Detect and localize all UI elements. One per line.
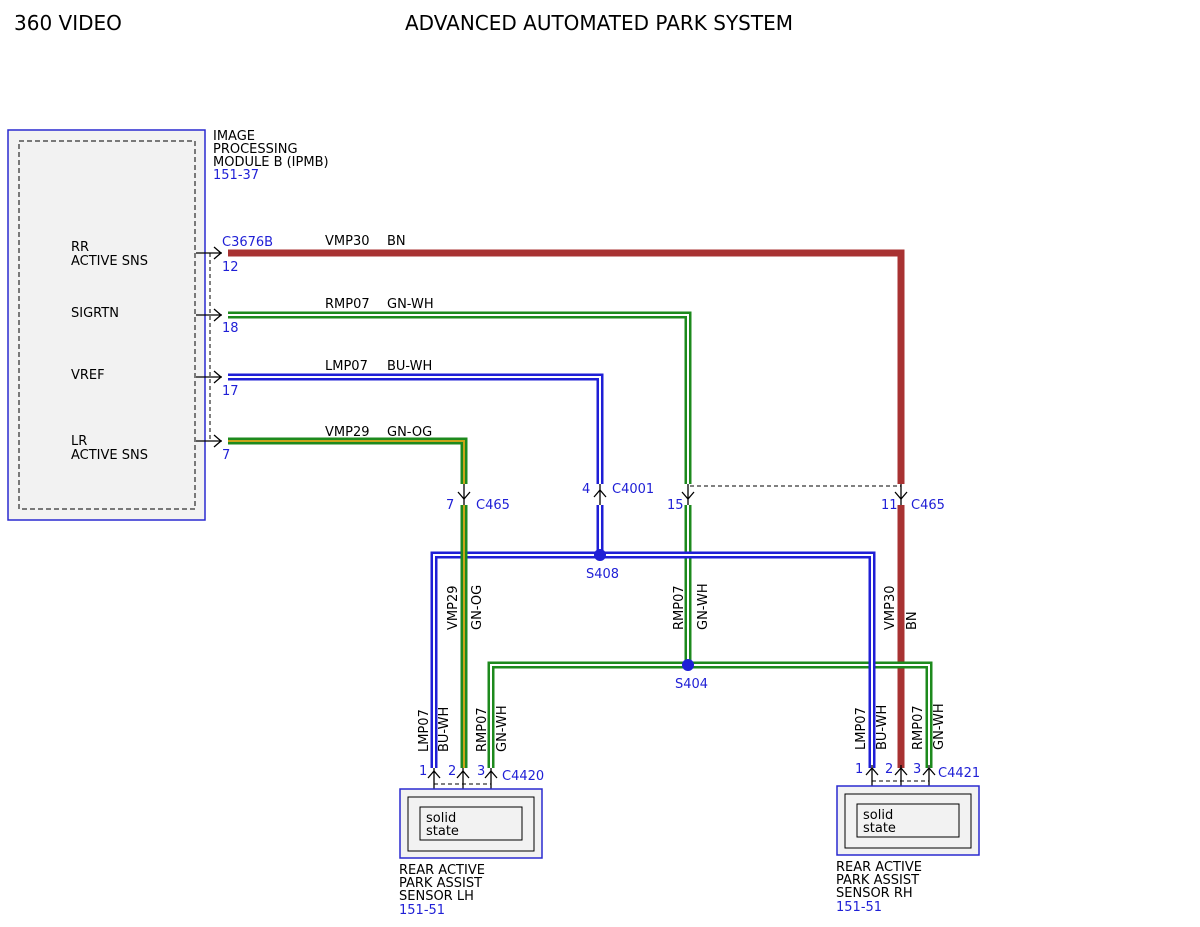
pin-label-rr-2: ACTIVE SNS <box>71 254 148 269</box>
pin-label-lr-1: LR <box>71 434 87 449</box>
splice-s408-dot[interactable] <box>594 549 606 561</box>
splice-s404-dot[interactable] <box>682 659 694 671</box>
pin-17-label: 17 <box>222 384 239 399</box>
sensor-lh-name-3: SENSOR LH <box>399 889 474 904</box>
wire-vmp30-path[interactable] <box>228 249 905 484</box>
c465-left-label[interactable]: C465 <box>476 498 510 513</box>
sensor-rh-module[interactable] <box>836 785 980 856</box>
lh-label-gn-wh: GN-WH <box>495 705 510 752</box>
ipmb-pin-arrows <box>196 246 222 448</box>
connector-c3676b-label[interactable]: C3676B <box>222 235 273 250</box>
sensor-rh-ref-link[interactable]: 151-51 <box>836 900 882 915</box>
vlabel-gn-og: GN-OG <box>470 585 485 630</box>
c4001-pin: 4 <box>582 482 590 497</box>
ipmb-name-line-2: PROCESSING <box>213 142 298 157</box>
wire-rmp07-rh-branch[interactable] <box>688 661 933 768</box>
c465-mid-pin: 15 <box>667 498 684 513</box>
c465-left-pin: 7 <box>446 498 454 513</box>
rh-label-gn-wh: GN-WH <box>932 703 947 750</box>
sensor-lh-solid: solid <box>426 811 456 826</box>
c465-right-pin: 11 <box>881 498 898 513</box>
c4421-pin-1: 1 <box>855 762 863 777</box>
sensor-lh-name-2: PARK ASSIST <box>399 876 482 891</box>
c4420-pin-2: 2 <box>448 764 456 779</box>
splice-s408-label[interactable]: S408 <box>586 567 619 582</box>
wire-vmp29-color: GN-OG <box>387 425 432 440</box>
vlabel-rmp07: RMP07 <box>672 585 687 630</box>
wire-lmp07-circuit: LMP07 <box>325 359 368 374</box>
rh-label-lmp07: LMP07 <box>854 707 869 750</box>
wire-lmp07-lh-branch[interactable] <box>430 551 600 768</box>
c465-right-label[interactable]: C465 <box>911 498 945 513</box>
wire-rmp07-path[interactable] <box>228 311 692 484</box>
sensor-rh-name-2: PARK ASSIST <box>836 873 919 888</box>
splice-s404-label[interactable]: S404 <box>675 677 708 692</box>
c4421-pin-2: 2 <box>885 762 893 777</box>
ipmb-ref-link[interactable]: 151-37 <box>213 168 259 183</box>
wire-vmp30-color: BN <box>387 234 406 249</box>
lh-label-lmp07: LMP07 <box>417 709 432 752</box>
sensor-lh-name-1: REAR ACTIVE <box>399 863 485 878</box>
wire-vmp29-circuit: VMP29 <box>325 425 370 440</box>
c4420-label[interactable]: C4420 <box>502 769 544 784</box>
rh-label-bu-wh: BU-WH <box>875 705 890 750</box>
wire-lmp07-rh-branch[interactable] <box>600 551 876 768</box>
wire-rmp07-circuit: RMP07 <box>325 297 370 312</box>
lh-label-rmp07: RMP07 <box>475 707 490 752</box>
pin-7-label: 7 <box>222 448 230 463</box>
wire-vmp29-path[interactable] <box>228 437 468 484</box>
c4421-pin-3: 3 <box>913 762 921 777</box>
c4420-pin-1: 1 <box>419 764 427 779</box>
wires-layer <box>228 249 933 768</box>
ipmb-name-line-3: MODULE B (IPMB) <box>213 155 329 170</box>
lh-label-bu-wh: BU-WH <box>437 707 452 752</box>
pin-18-label: 18 <box>222 321 239 336</box>
pin-label-vref: VREF <box>71 368 105 383</box>
c4001-label[interactable]: C4001 <box>612 482 654 497</box>
pin-12-label: 12 <box>222 260 239 275</box>
ipmb-name-line-1: IMAGE <box>213 129 255 144</box>
sensor-rh-state: state <box>863 821 896 836</box>
sensor-lh-ref-link[interactable]: 151-51 <box>399 903 445 918</box>
wire-rmp07-color: GN-WH <box>387 297 434 312</box>
sensor-rh-name-1: REAR ACTIVE <box>836 860 922 875</box>
vlabel-vmp29: VMP29 <box>446 586 461 631</box>
rh-label-rmp07: RMP07 <box>911 705 926 750</box>
sensor-rh-name-3: SENSOR RH <box>836 886 913 901</box>
pin-label-rr-1: RR <box>71 240 89 255</box>
wire-vmp30-circuit: VMP30 <box>325 234 370 249</box>
sensor-lh-state: state <box>426 824 459 839</box>
sensor-lh-module[interactable] <box>399 788 543 859</box>
vlabel-gn-wh: GN-WH <box>696 583 711 630</box>
vlabel-vmp30: VMP30 <box>883 586 898 631</box>
ipmb-module[interactable] <box>7 129 206 521</box>
vlabel-bn: BN <box>905 611 920 630</box>
inline-connector-arrows <box>457 484 908 505</box>
header-center-title: ADVANCED AUTOMATED PARK SYSTEM <box>405 11 793 35</box>
header-left-title: 360 VIDEO <box>14 11 122 35</box>
pin-label-sigrtn: SIGRTN <box>71 306 119 321</box>
wire-lmp07-color: BU-WH <box>387 359 432 374</box>
wire-lmp07-path[interactable] <box>228 373 604 484</box>
wire-rmp07-lh-branch[interactable] <box>487 661 688 768</box>
c4421-label[interactable]: C4421 <box>938 766 980 781</box>
pin-label-lr-2: ACTIVE SNS <box>71 448 148 463</box>
c4420-pin-3: 3 <box>477 764 485 779</box>
sensor-rh-solid: solid <box>863 808 893 823</box>
